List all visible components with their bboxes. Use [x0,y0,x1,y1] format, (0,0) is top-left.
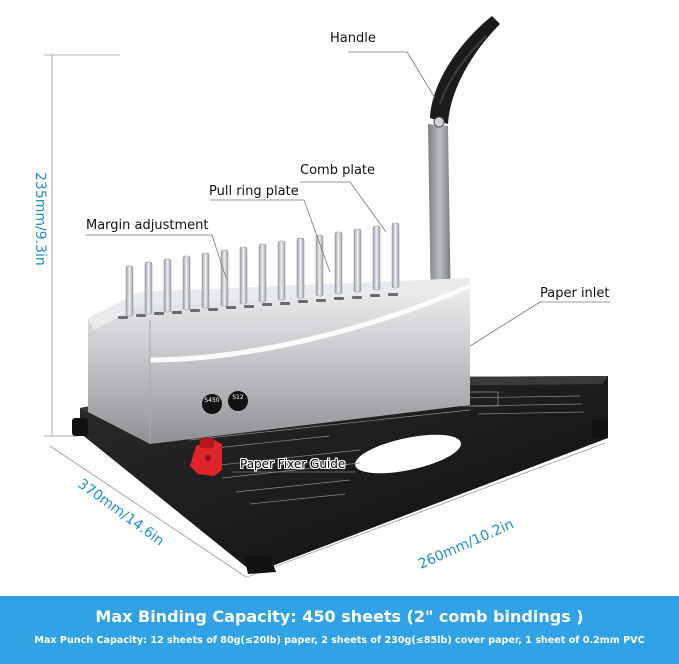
callout-leaders [86,51,610,473]
banner-subtitle: Max Punch Capacity: 12 sheets of 80g(≤20… [34,635,645,646]
comb-binding-machine-illustration: S450 S12 [44,16,610,578]
callout-comb-plate: Comb plate [300,163,376,178]
callout-paper-inlet: Paper inlet [540,286,610,301]
banner-title: Max Binding Capacity: 450 sheets (2" com… [95,607,584,626]
callout-pull-ring-plate: Pull ring plate [209,184,299,199]
paper-fixer-guide-knob [190,438,222,476]
badge-s450: S450 [204,397,219,404]
dimension-guides [44,54,606,578]
callout-handle: Handle [330,31,376,46]
callout-paper-fixer-guide: Paper Fixer Guide [240,457,346,471]
dimension-height: 235mm/9.3in [32,172,48,266]
comb-teeth [125,222,400,317]
badge-s12: S12 [232,394,244,401]
callout-margin-adjustment: Margin adjustment [86,218,209,233]
capacity-banner: Max Binding Capacity: 450 sheets (2" com… [0,596,679,664]
